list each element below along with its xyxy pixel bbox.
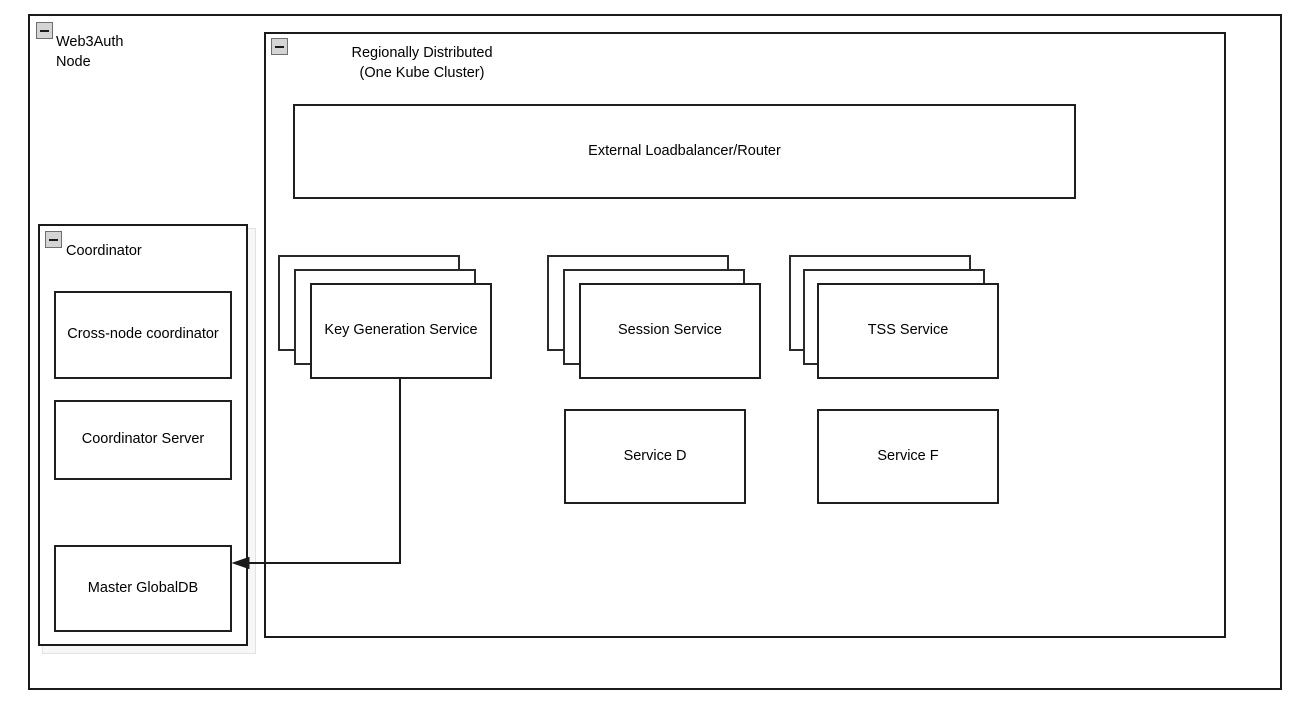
node-external-loadbalancer[interactable]: External Loadbalancer/Router [293,104,1076,199]
node-cross-node-coordinator[interactable]: Cross-node coordinator [54,291,232,379]
node-coordinator-server[interactable]: Coordinator Server [54,400,232,480]
regionally-distributed-collapse-icon[interactable] [271,38,288,55]
node-session-service[interactable]: Session Service [579,283,761,379]
coordinator-label: Coordinator [66,243,142,259]
node-service-f[interactable]: Service F [817,409,999,504]
web3auth-node-label: Web3Auth Node [56,34,124,70]
node-tss-service[interactable]: TSS Service [817,283,999,379]
node-key-generation-service[interactable]: Key Generation Service [310,283,492,379]
web3auth-node-collapse-icon[interactable] [36,22,53,39]
node-service-d[interactable]: Service D [564,409,746,504]
regionally-distributed-label: Regionally Distributed (One Kube Cluster… [351,45,493,81]
coordinator-collapse-icon[interactable] [45,231,62,248]
node-master-globaldb[interactable]: Master GlobalDB [54,545,232,632]
